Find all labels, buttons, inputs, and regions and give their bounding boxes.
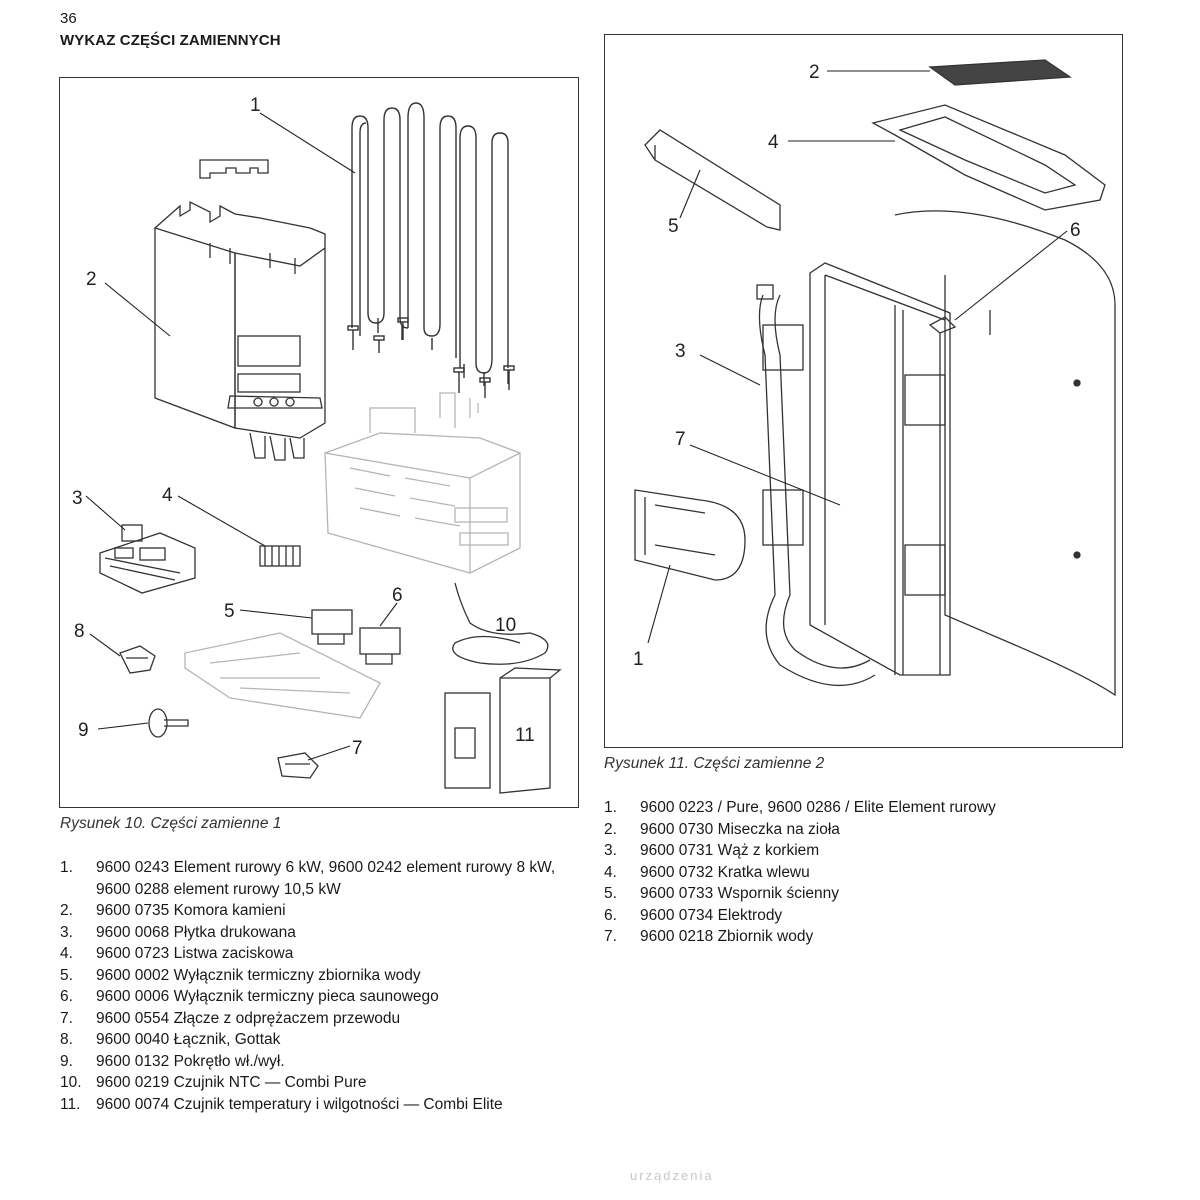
- hose-plug-illustration: [756, 284, 774, 300]
- list-item: 3.9600 0068 Płytka drukowana: [60, 923, 296, 941]
- connector-illustration: [119, 645, 156, 674]
- list-item: 7.9600 0554 Złącze z odprężaczem przewod…: [60, 1009, 401, 1027]
- wall-bracket-illustration: [644, 129, 781, 231]
- list-item: 9.9600 0132 Pokrętło wł./wył.: [60, 1052, 285, 1070]
- callout-10: 10: [495, 615, 516, 636]
- knob-illustration: [148, 708, 189, 738]
- bleed-through-text: urządzenia: [630, 1168, 714, 1183]
- thermal-switch-illustration: [311, 609, 401, 665]
- callout-6: 6: [1070, 220, 1081, 241]
- heating-elements-illustration: [347, 102, 515, 398]
- callout-1: 1: [250, 95, 261, 116]
- callout-5: 5: [668, 216, 679, 237]
- list-item: 6.9600 0006 Wyłącznik termiczny pieca sa…: [60, 988, 439, 1005]
- parts-list-2: 1.9600 0223 / Pure, 9600 0286 / Elite El…: [604, 797, 1124, 948]
- list-item: 8.9600 0040 Łącznik, Gottak: [60, 1031, 281, 1048]
- callout-6: 6: [392, 585, 403, 606]
- callout-3: 3: [675, 341, 686, 362]
- callout-2: 2: [86, 269, 97, 290]
- figure-10-caption: Rysunek 10. Części zamienne 1: [60, 815, 282, 832]
- list-item: 11.9600 0074 Czujnik temperatury i wilgo…: [60, 1095, 503, 1113]
- mounting-plate-illustration: [184, 632, 381, 719]
- callout-11: 11: [515, 725, 535, 746]
- terminal-strip-illustration: [259, 545, 301, 567]
- heater-base-illustration: [324, 392, 521, 574]
- list-item: 10.9600 0219 Czujnik NTC — Combi Pure: [60, 1074, 367, 1091]
- list-item: 4.9600 0723 Listwa zaciskowa: [60, 945, 294, 962]
- figure-10-drawing: 1 2 3 4 5 6 7 8 9 10 11: [72, 95, 562, 794]
- figure-11-caption: Rysunek 11. Części zamienne 2: [604, 755, 825, 772]
- list-item: 2.9600 0735 Komora kamieni: [60, 902, 286, 919]
- hose-illustration: [758, 294, 876, 686]
- list-item: 2.9600 0730 Miseczka na zioła: [604, 820, 840, 838]
- ntc-cable-illustration: [452, 582, 549, 665]
- callout-8: 8: [74, 621, 85, 642]
- list-item: 4.9600 0732 Kratka wlewu: [604, 863, 810, 881]
- electrodes-illustration: [928, 316, 957, 675]
- list-item: 7.9600 0218 Zbiornik wody: [604, 928, 814, 945]
- page-number: 36: [60, 10, 77, 27]
- herb-bowl-illustration: [871, 104, 1106, 211]
- inlet-grille-illustration: [928, 59, 1072, 86]
- stone-chamber-illustration: [153, 200, 326, 461]
- figure-11-callouts: 2 4 5 6 3 7 1: [633, 62, 1081, 670]
- callout-9: 9: [78, 720, 89, 741]
- callout-1: 1: [633, 649, 644, 670]
- figure-11-drawing: 2 4 5 6 3 7 1: [633, 59, 1116, 697]
- sensor-illustration: [444, 667, 562, 794]
- list-item: 1.9600 0223 / Pure, 9600 0286 / Elite El…: [604, 799, 996, 816]
- tubular-element-illustration: [634, 489, 746, 581]
- callout-7: 7: [675, 429, 686, 450]
- figure-spare-parts-2: 2 4 5 6 3 7 1: [604, 34, 1123, 748]
- list-item: 5.9600 0733 Wspornik ścienny: [604, 885, 840, 902]
- circuit-board-illustration: [99, 524, 196, 594]
- callout-2: 2: [809, 62, 820, 83]
- back-cover-illustration: [894, 210, 1116, 697]
- callout-3: 3: [72, 488, 83, 509]
- parts-list-1: 1.9600 0243 Element rurowy 6 kW, 9600 02…: [60, 857, 580, 1115]
- figure-spare-parts-1: 1 2 3 4 5 6 7 8 9 10 11: [59, 77, 579, 808]
- bracket-illustration: [199, 159, 269, 179]
- callout-7: 7: [352, 738, 363, 759]
- strain-relief-illustration: [277, 752, 319, 779]
- callout-5: 5: [224, 601, 235, 622]
- callout-4: 4: [162, 485, 173, 506]
- callout-4: 4: [768, 132, 779, 153]
- page-title: WYKAZ CZĘŚCI ZAMIENNYCH: [60, 32, 281, 49]
- figure-10-callouts: 1 2 3 4 5 6 7 8 9 10 11: [72, 95, 535, 759]
- list-item: 1.9600 0243 Element rurowy 6 kW, 9600 02…: [60, 859, 556, 898]
- list-item: 3.9600 0731 Wąż z korkiem: [604, 842, 820, 859]
- list-item: 5.9600 0002 Wyłącznik termiczny zbiornik…: [60, 966, 421, 984]
- list-item: 6.9600 0734 Elektrody: [604, 906, 783, 924]
- water-tank-illustration: [762, 262, 951, 676]
